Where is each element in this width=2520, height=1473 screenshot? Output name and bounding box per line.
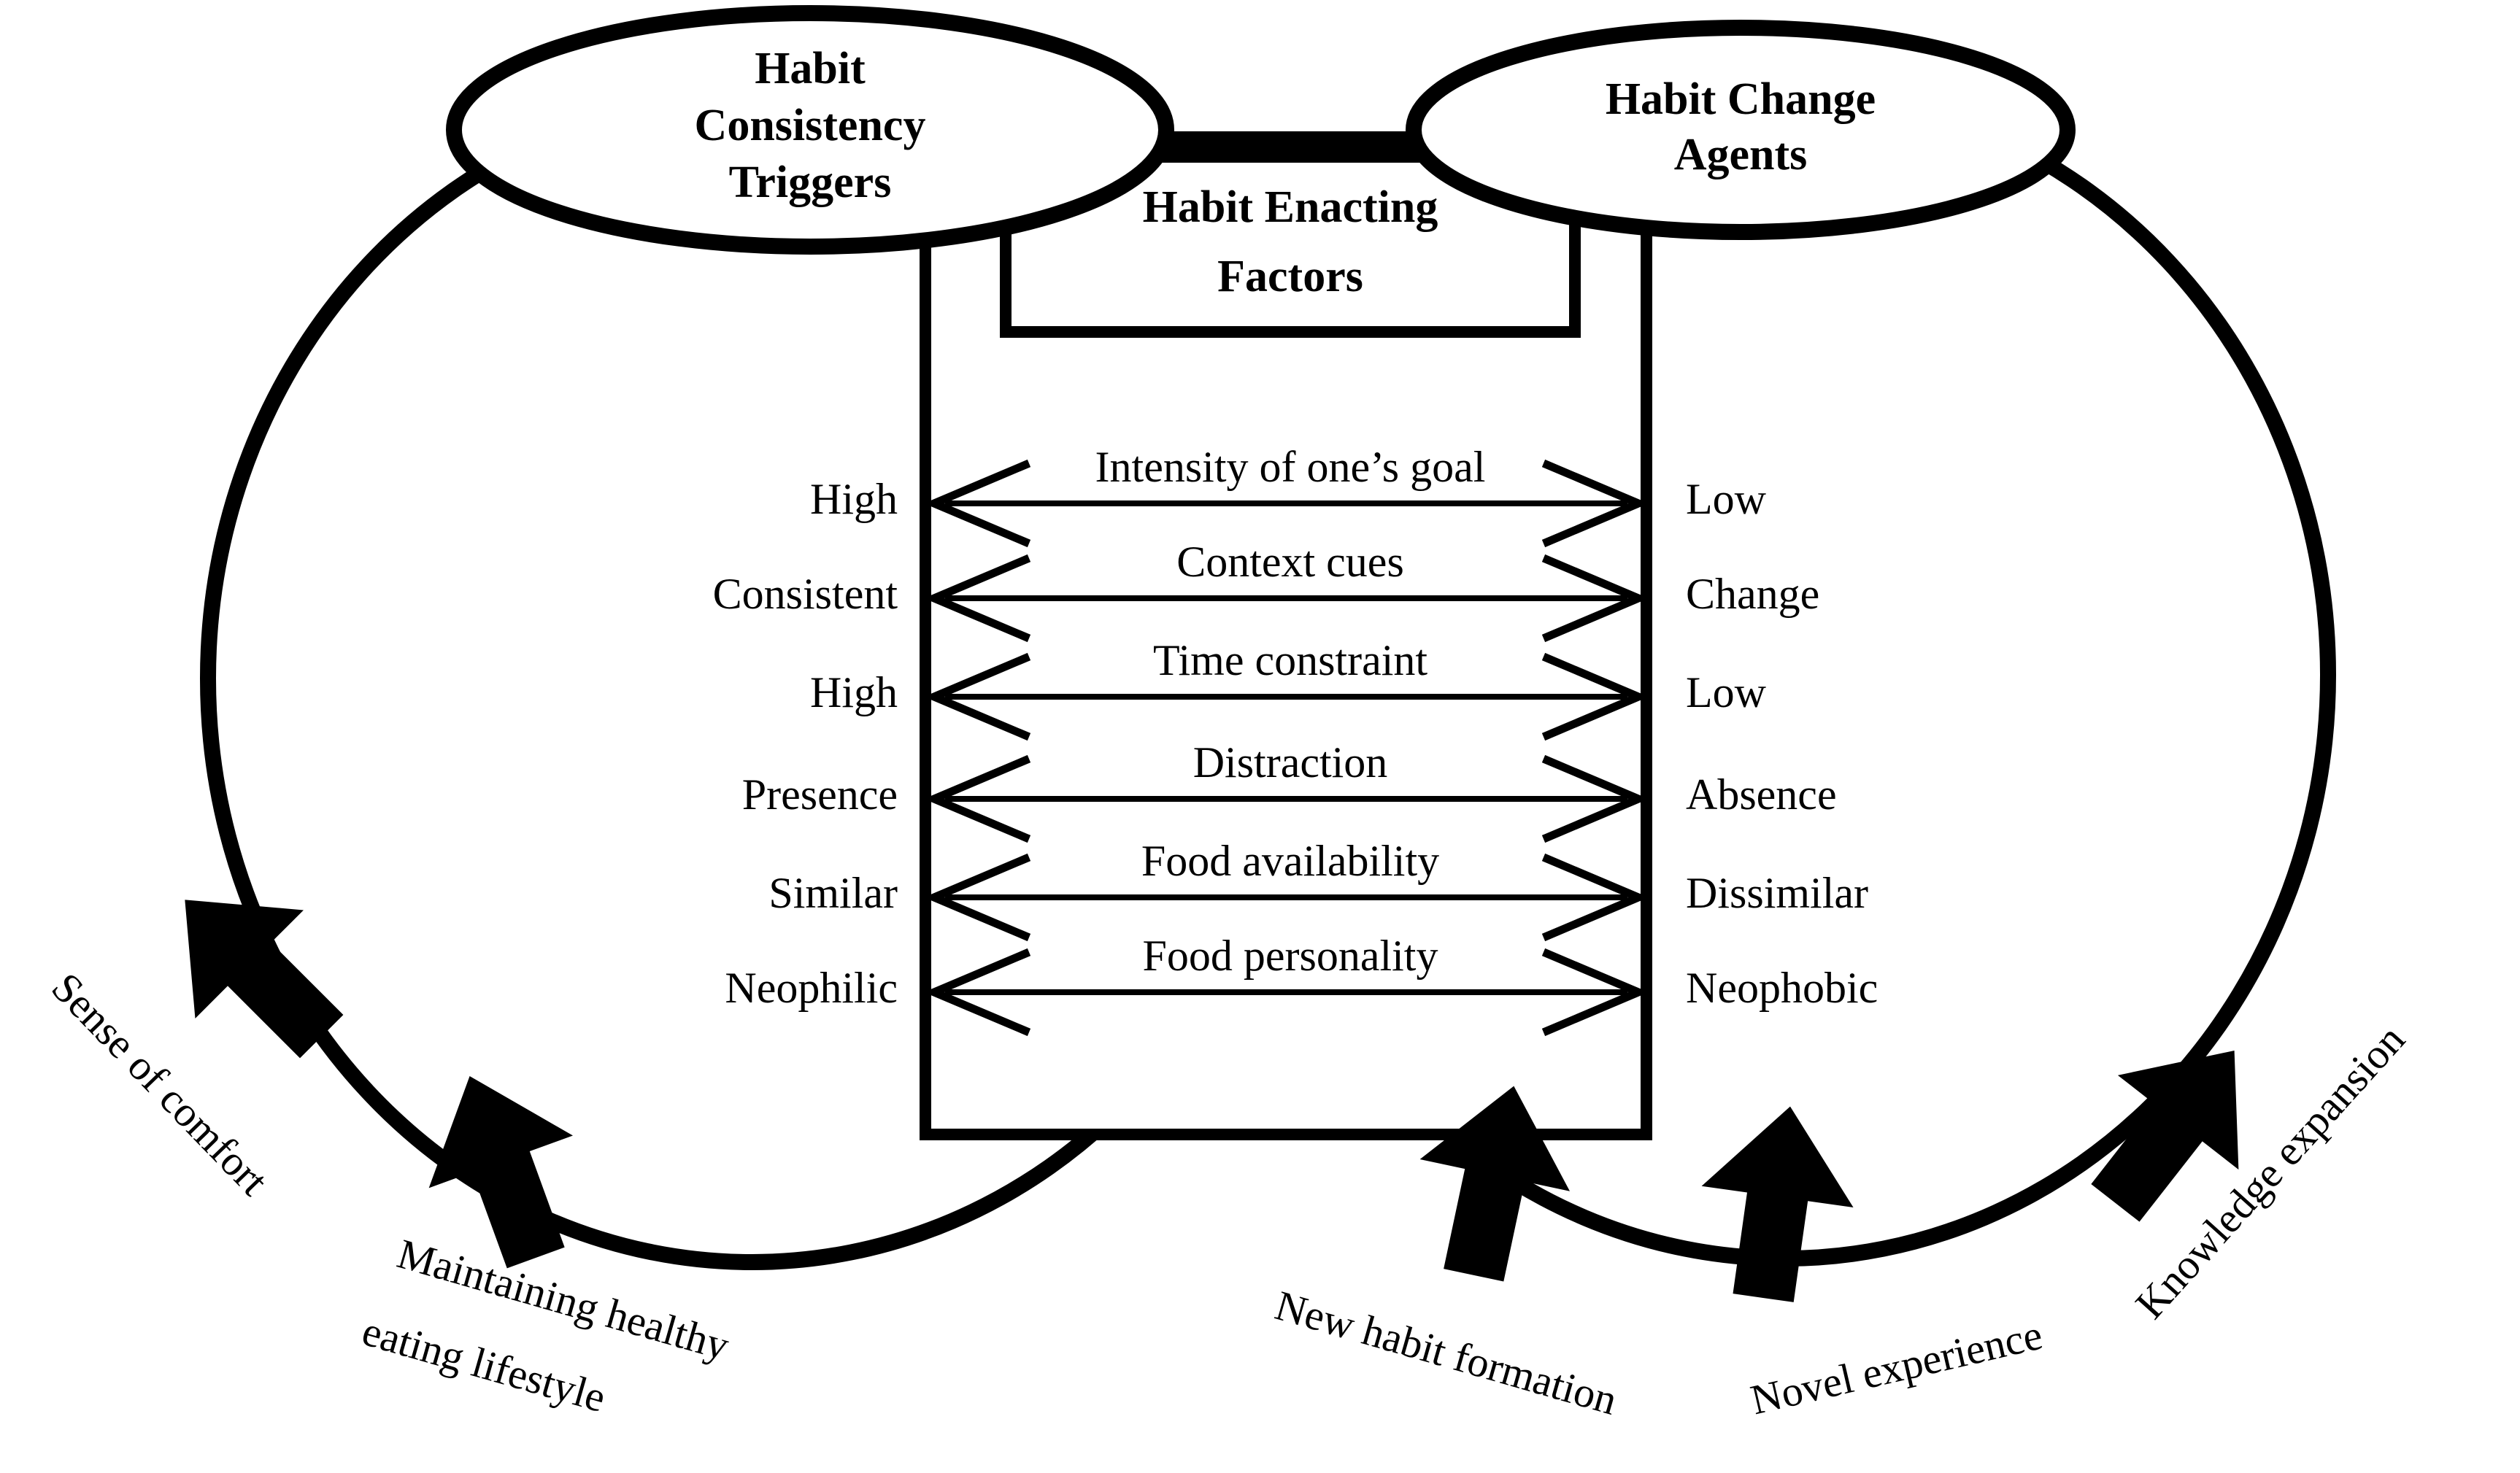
center-box-title-line-2: Factors <box>1217 252 1363 301</box>
factor-label-3: Distraction <box>1193 738 1388 786</box>
factor-row-2: Time constraint High Low <box>810 636 1767 741</box>
left-ellipse-title: Habit Consistency Triggers <box>695 44 926 207</box>
habit-change-agents-ellipse <box>1406 20 2076 240</box>
factor-row-5: Food personality Neophilic Neophobic <box>725 932 1878 1037</box>
right-ellipse-title: Habit Change Agents <box>1606 74 1876 179</box>
factor-arrowhead-left-2 <box>923 652 1031 741</box>
factor-arrowhead-right-4 <box>1541 853 1649 942</box>
left-ellipse-title-line-2: Consistency <box>695 101 926 150</box>
factor-row-4: Food availability Similar Dissimilar <box>768 837 1868 942</box>
factor-row-3: Distraction Presence Absence <box>742 738 1837 843</box>
factor-right-pole-5: Neophobic <box>1686 964 1878 1012</box>
outcome-arrow-knowledge-expansion <box>2091 1050 2239 1222</box>
factor-row-0: Intensity of one’s goal High Low <box>810 443 1767 548</box>
factor-right-pole-2: Low <box>1686 668 1767 716</box>
habit-consistency-triggers-ellipse <box>446 5 1174 255</box>
factor-left-pole-3: Presence <box>742 770 898 819</box>
left-ellipse-title-line-3: Triggers <box>729 158 892 207</box>
outcome-arrow-maintaining-healthy-eating-lifestyle <box>428 1075 573 1269</box>
right-ellipse-fill <box>1414 28 2068 232</box>
factor-label-0: Intensity of one’s goal <box>1095 443 1486 491</box>
factor-arrowhead-left-3 <box>923 754 1031 843</box>
left-ellipse-title-line-1: Habit <box>755 44 866 93</box>
factor-arrowhead-right-1 <box>1541 554 1649 643</box>
factor-right-pole-4: Dissimilar <box>1686 869 1868 917</box>
ellipse-connector-bar <box>1146 131 1478 147</box>
factor-arrowhead-left-0 <box>923 459 1031 548</box>
habit-enacting-factors-header-box <box>1000 151 1581 338</box>
outcome-arrow-sense-of-comfort <box>185 900 344 1059</box>
factor-left-pole-5: Neophilic <box>725 964 898 1012</box>
factor-left-pole-2: High <box>810 668 898 716</box>
factor-arrowhead-right-5 <box>1541 948 1649 1037</box>
factor-arrowhead-right-3 <box>1541 754 1649 843</box>
outcome-label-novel-experience-line-1: Novel experience <box>1746 1310 2047 1423</box>
factor-arrowhead-left-1 <box>923 554 1031 643</box>
center-box-title: Habit Enacting Factors <box>1143 182 1438 301</box>
right-ellipse-title-line-1: Habit Change <box>1606 74 1876 124</box>
factor-label-1: Context cues <box>1176 538 1404 586</box>
factor-right-pole-3: Absence <box>1686 770 1837 819</box>
factor-left-pole-1: Consistent <box>713 570 898 618</box>
outcome-label-novel-experience: Novel experience <box>1746 1310 2047 1423</box>
factor-label-4: Food availability <box>1141 837 1439 885</box>
factor-arrowhead-left-4 <box>923 853 1031 942</box>
outcome-label-new-habit-formation: New habit formation <box>1271 1281 1622 1424</box>
outcome-arrow-new-habit-formation <box>1419 1086 1571 1282</box>
factor-arrowhead-right-0 <box>1541 459 1649 548</box>
right-ellipse-title-line-2: Agents <box>1674 130 1808 179</box>
habit-enacting-factors-box <box>920 144 1652 1140</box>
factor-arrowhead-right-2 <box>1541 652 1649 741</box>
left-ellipse-fill <box>454 13 1166 247</box>
outcome-arrow-novel-experience <box>1701 1106 1854 1302</box>
center-box-title-line-1: Habit Enacting <box>1143 182 1438 232</box>
outcome-label-new-habit-formation-line-1: New habit formation <box>1271 1281 1622 1424</box>
factor-right-pole-0: Low <box>1686 475 1767 523</box>
factor-label-5: Food personality <box>1143 932 1438 980</box>
factor-arrowhead-left-5 <box>923 948 1031 1037</box>
factor-right-pole-1: Change <box>1686 570 1819 618</box>
factor-row-1: Context cues Consistent Change <box>713 538 1819 643</box>
factor-label-2: Time constraint <box>1153 636 1427 684</box>
factor-left-pole-0: High <box>810 475 898 523</box>
factor-left-pole-4: Similar <box>768 869 898 917</box>
